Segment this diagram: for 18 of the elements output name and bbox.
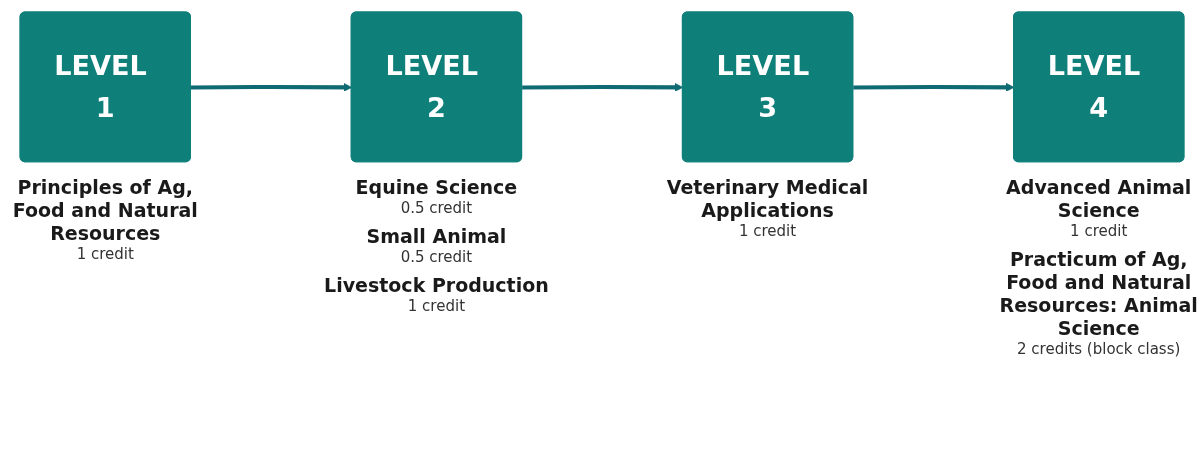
- credit-note: 0.5 credit: [399, 198, 474, 217]
- level-box: LEVEL 4: [1013, 11, 1185, 163]
- course-title: Equine Science: [354, 175, 519, 199]
- credit-note: 1 credit: [1069, 221, 1129, 240]
- credit-note: 2 credits (block class): [1016, 339, 1182, 358]
- credit-note: 1 credit: [406, 296, 466, 315]
- level-box: LEVEL 3: [681, 11, 854, 163]
- course-title: Principles of Ag, Food and Natural Resources: [11, 175, 199, 245]
- credit-note: 1 credit: [75, 244, 135, 263]
- course-title: Small Animal: [365, 224, 508, 248]
- credit-note: 0.5 credit: [399, 247, 474, 266]
- course-title: Advanced Animal Science: [1005, 175, 1193, 222]
- course-title: Practicum of Ag, Food and Natural Resources: Animal Science: [998, 247, 1199, 340]
- level-box: LEVEL 2: [350, 11, 523, 163]
- course-title: Livestock Production: [323, 273, 550, 297]
- course-title: Veterinary Medical Applications: [665, 175, 870, 222]
- level-box: LEVEL 1: [19, 11, 191, 163]
- credit-note: 1 credit: [737, 221, 798, 240]
